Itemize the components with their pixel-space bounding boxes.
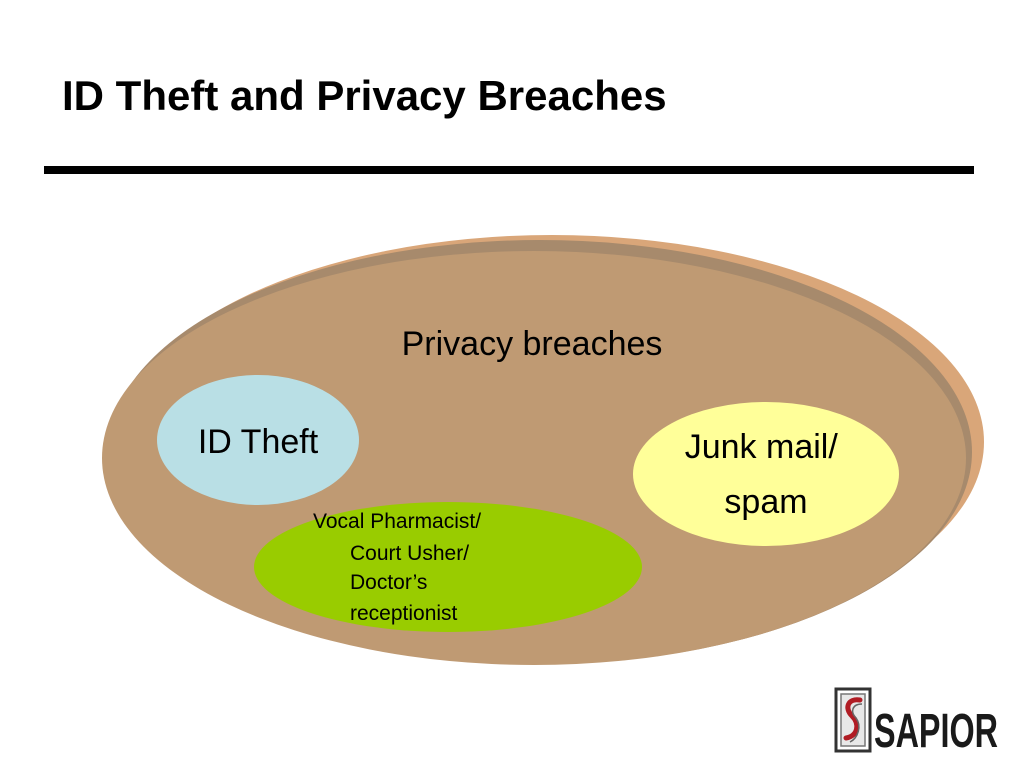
id-theft-ellipse [157,375,359,505]
sapior-wordmark: SAPIOR [874,705,998,754]
slide-title: ID Theft and Privacy Breaches [62,72,667,119]
vocal-line-2: Court Usher/ [350,542,469,565]
sapior-logo: SAPIOR [834,687,998,754]
vocal-line-1: Vocal Pharmacist/ [313,510,481,533]
sapior-emblem-s-shadow [849,703,863,743]
vocal-pharmacist-ellipse [254,502,642,632]
junk-mail-label: Junk mail/ spam [685,428,848,521]
vocal-line-3: Doctor’s [350,571,427,594]
junk-mail-ellipse [633,402,899,546]
sapior-emblem-s-icon [843,697,863,741]
title-divider [44,166,974,174]
junk-mail-line-2: spam [724,483,807,521]
vocal-line-4: receptionist [350,602,458,625]
vocal-pharmacist-label: Vocal Pharmacist/ Court Usher/ Doctor’s … [313,510,487,625]
privacy-breaches-label: Privacy breaches [402,325,663,363]
junk-mail-line-1: Junk mail/ [685,428,839,466]
id-theft-label: ID Theft [198,423,319,461]
